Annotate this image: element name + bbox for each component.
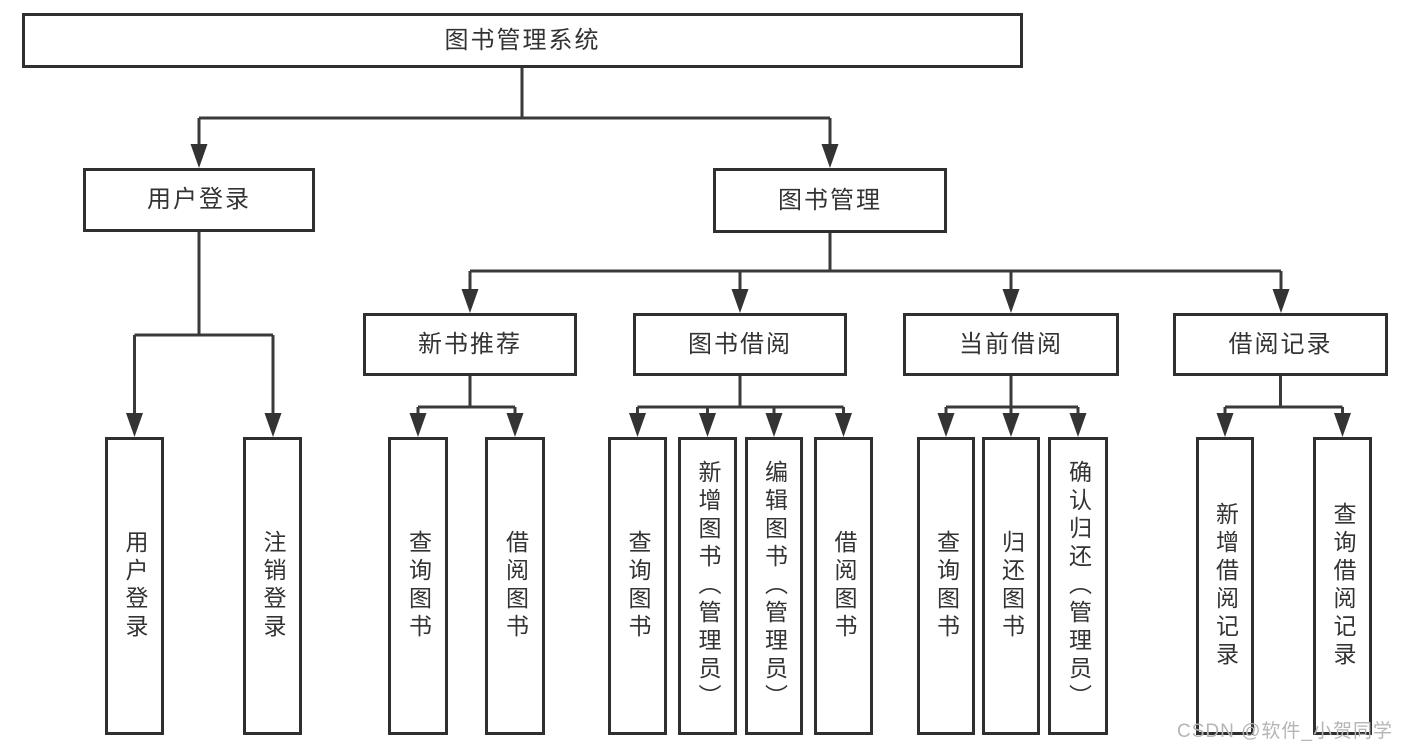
node-book-borrowing: 图书借阅 [633,313,847,376]
node-leaf-query-book: 查询图书 [388,437,448,735]
node-borrowing-records: 借阅记录 [1173,313,1388,376]
tree-edges [133,68,1344,414]
arrowhead-icons [126,144,1351,437]
node-leaf-edit-book-admin: 编辑图书（管理员） [745,437,803,735]
csdn-watermark: CSDN @软件_小贺同学 [1177,721,1393,742]
node-new-book-recommend: 新书推荐 [363,313,577,376]
node-root-system: 图书管理系统 [22,13,1023,68]
node-leaf-confirm-return-admin: 确认归还（管理员） [1048,437,1108,735]
node-leaf-user-login: 用户登录 [105,437,164,735]
node-leaf-query-book-2: 查询图书 [608,437,667,735]
node-user-login-module: 用户登录 [83,168,315,232]
node-leaf-return-book: 归还图书 [982,437,1040,735]
node-leaf-add-book-admin: 新增图书（管理员） [678,437,737,735]
node-leaf-add-borrow-record: 新增借阅记录 [1196,437,1254,735]
node-leaf-borrow-book: 借阅图书 [485,437,545,735]
node-current-borrowing: 当前借阅 [903,313,1119,376]
node-book-management-module: 图书管理 [713,168,947,233]
node-leaf-borrow-book-2: 借阅图书 [814,437,873,735]
node-leaf-query-book-3: 查询图书 [917,437,975,735]
node-leaf-logout: 注销登录 [243,437,302,735]
node-leaf-query-borrow-record: 查询借阅记录 [1313,437,1372,735]
